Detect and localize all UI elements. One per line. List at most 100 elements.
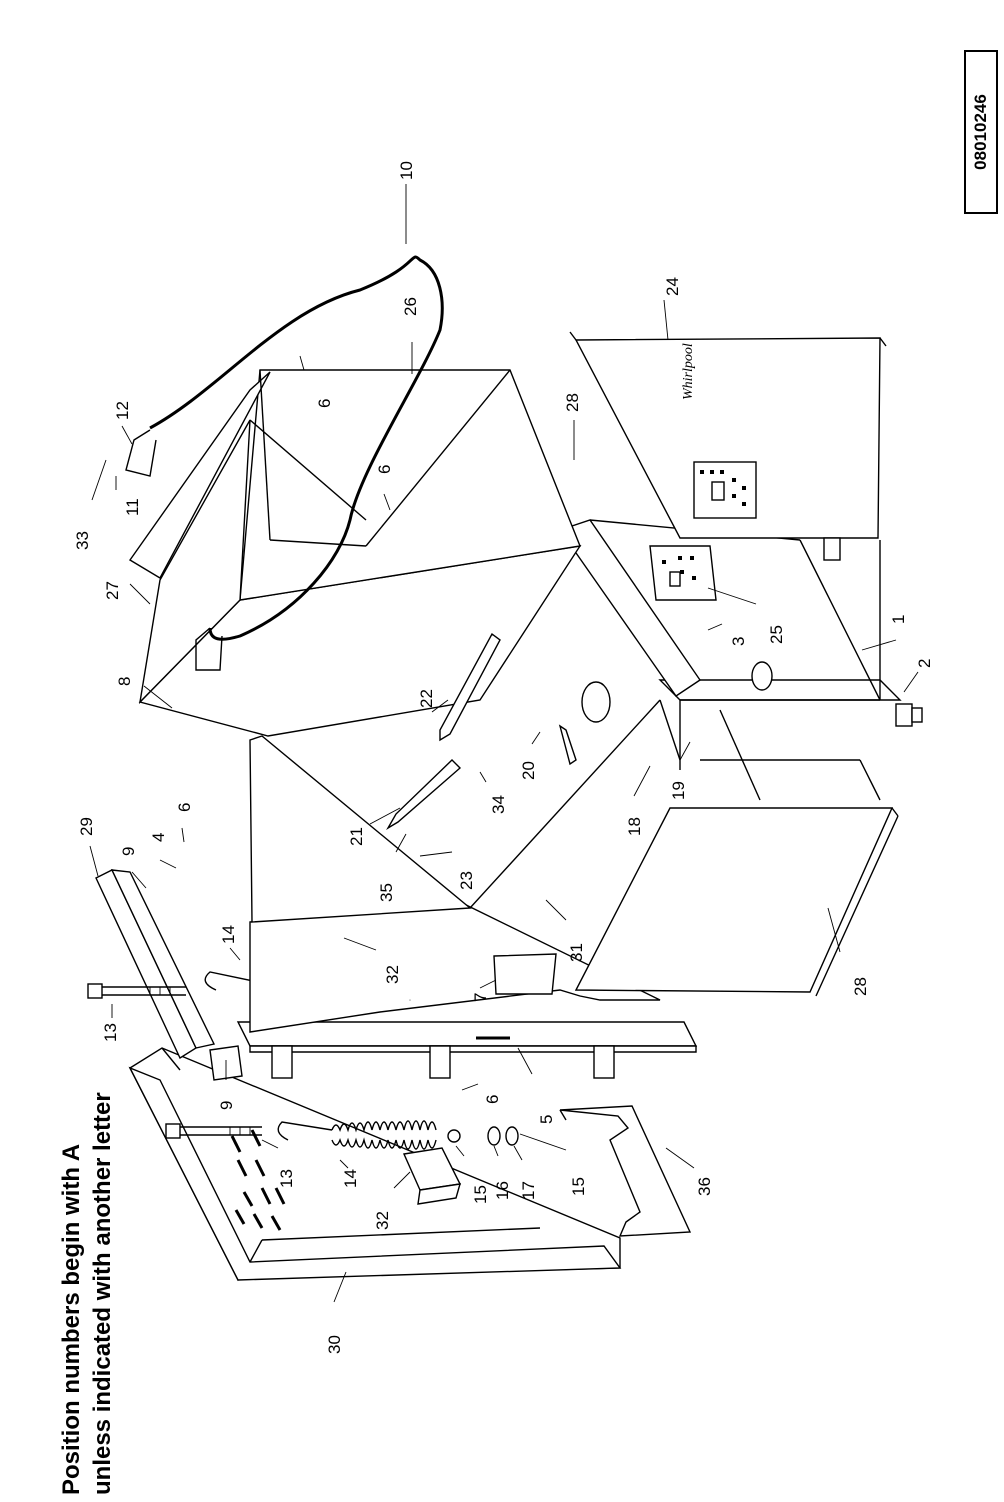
svg-text:23: 23 [457, 871, 476, 890]
svg-text:14: 14 [219, 925, 238, 944]
svg-text:8: 8 [115, 677, 134, 686]
svg-text:6: 6 [315, 399, 334, 408]
callout-6e: 6 [409, 999, 411, 1001]
svg-text:32: 32 [383, 965, 402, 984]
callout-34: 34 [479, 771, 508, 814]
callout-31: 31 [545, 899, 586, 962]
callout-14b: 14 [339, 1159, 360, 1188]
callout-32b: 32 [373, 1171, 411, 1230]
callout-1: 1 [861, 615, 908, 651]
svg-text:17: 17 [519, 1181, 538, 1200]
svg-text:1: 1 [889, 615, 908, 624]
svg-text:9: 9 [119, 847, 138, 856]
part-slot-pattern [230, 1129, 286, 1231]
svg-text:22: 22 [417, 689, 436, 708]
svg-text:18: 18 [625, 817, 644, 836]
callout-24: 24 [663, 277, 682, 341]
part-top-rail [95, 869, 216, 1060]
callout-22: 22 [417, 689, 449, 713]
callout-13a: 13 [101, 1004, 120, 1042]
callout-9b: 9 [217, 1060, 236, 1110]
callout-2: 2 [903, 659, 934, 693]
part-spring-lower [277, 1120, 437, 1150]
callout-28b: 28 [827, 907, 870, 996]
callout-7: 7 [471, 979, 497, 1002]
part-side-frame [128, 1047, 622, 1282]
svg-text:34: 34 [489, 795, 508, 814]
svg-text:4: 4 [149, 833, 168, 842]
svg-text:29: 29 [77, 817, 96, 836]
svg-text:15: 15 [569, 1177, 588, 1196]
callout-35: 35 [377, 833, 407, 902]
callout-12: 12 [113, 401, 133, 445]
callout-9a: 9 [119, 847, 147, 889]
callout-18: 18 [625, 765, 651, 836]
svg-text:12: 12 [113, 401, 132, 420]
svg-text:24: 24 [663, 277, 682, 296]
callout-29: 29 [77, 817, 99, 877]
callout-6a: 6 [175, 803, 194, 843]
callout-20: 20 [519, 731, 541, 780]
svg-text:20: 20 [519, 761, 538, 780]
callout-6c: 6 [375, 465, 394, 511]
part-vertical-frame [209, 1021, 698, 1081]
svg-text:26: 26 [401, 297, 420, 316]
svg-text:14: 14 [341, 1169, 360, 1188]
callout-6b: 6 [461, 1083, 502, 1104]
svg-text:16: 16 [493, 1181, 512, 1200]
svg-text:13: 13 [277, 1169, 296, 1188]
callout-32a: 32 [343, 937, 402, 984]
svg-text:28: 28 [563, 393, 582, 412]
callout-21: 21 [347, 807, 401, 846]
part-lid-and-tub [128, 369, 582, 737]
svg-text:19: 19 [669, 781, 688, 800]
callout-10: 10 [397, 161, 416, 244]
svg-text:35: 35 [377, 883, 396, 902]
callout-15a: 15 [455, 1145, 490, 1204]
part-bolt-upper [87, 983, 186, 999]
svg-text:7: 7 [471, 993, 490, 1002]
svg-text:31: 31 [567, 943, 586, 962]
svg-text:36: 36 [695, 1177, 714, 1196]
callout-30: 30 [325, 1271, 347, 1354]
part-keypad-buttons [700, 470, 746, 506]
callout-27: 27 [103, 581, 151, 605]
svg-text:27: 27 [103, 581, 122, 600]
part-side-panel-lower [574, 807, 899, 997]
callout-11: 11 [115, 476, 142, 516]
svg-text:11: 11 [123, 498, 142, 516]
svg-text:33: 33 [73, 531, 92, 550]
callout-13b: 13 [261, 1139, 296, 1188]
svg-text:32: 32 [373, 1211, 392, 1230]
svg-text:21: 21 [347, 827, 366, 846]
callout-25: 25 [707, 587, 786, 644]
callout-4: 4 [149, 833, 177, 869]
callout-19: 19 [669, 741, 691, 800]
svg-text:5: 5 [537, 1115, 556, 1124]
part-strips [386, 537, 923, 995]
svg-text:15: 15 [471, 1185, 490, 1204]
part-guard-lower [402, 1147, 462, 1205]
callout-15b: 15 [519, 1133, 588, 1196]
svg-text:6: 6 [375, 465, 394, 474]
callout-labels: 1 2 3 4 5 6 6 [73, 161, 934, 1354]
callout-23: 23 [419, 851, 476, 890]
svg-text:6: 6 [483, 1095, 502, 1104]
svg-text:2: 2 [915, 659, 934, 668]
callout-28a: 28 [563, 393, 582, 460]
callout-8: 8 [115, 677, 173, 709]
svg-text:6: 6 [175, 803, 194, 812]
callout-26: 26 [401, 297, 420, 374]
svg-text:13: 13 [101, 1023, 120, 1042]
callout-14a: 14 [219, 925, 241, 961]
svg-text:9: 9 [217, 1101, 236, 1110]
svg-text:28: 28 [851, 977, 870, 996]
document-number-box: 08010246 [964, 50, 998, 214]
part-handle [125, 255, 444, 671]
brand-mark: Whirlpool [681, 343, 696, 400]
callout-33: 33 [73, 459, 107, 550]
part-control-panel: Whirlpool [569, 331, 887, 539]
part-bolt-lower [165, 1123, 262, 1139]
